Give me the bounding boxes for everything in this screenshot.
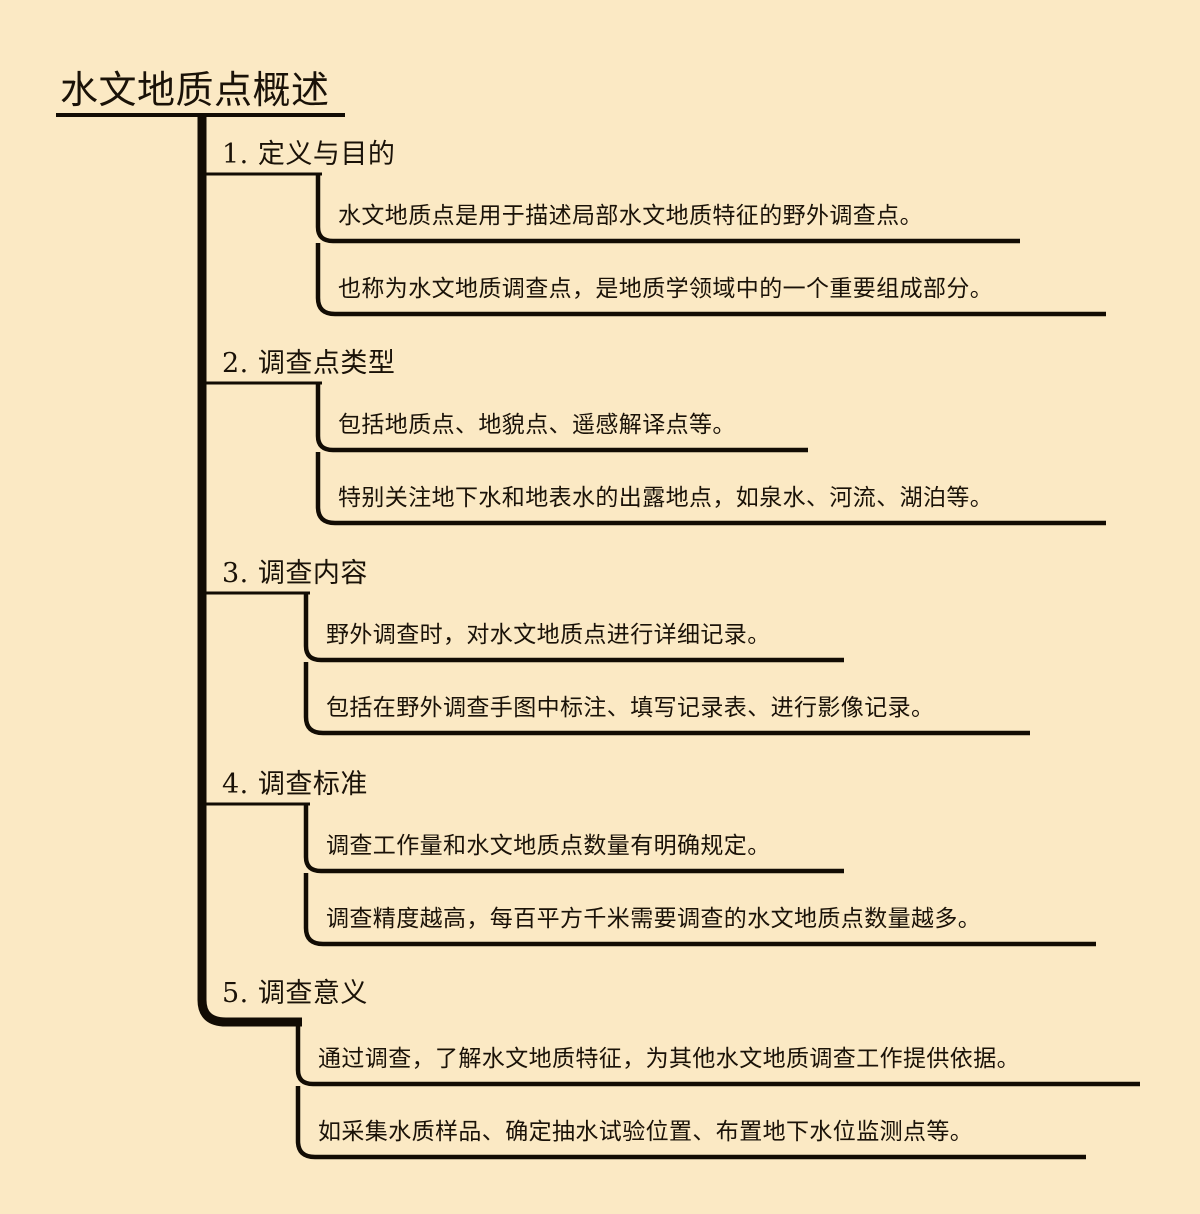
leaf-text-5-1[interactable]: 通过调查，了解水文地质特征，为其他水文地质调查工作提供依据。	[318, 1046, 1020, 1073]
leaf-text-4-1[interactable]: 调查工作量和水文地质点数量有明确规定。	[326, 833, 771, 860]
leaf-text-2-1[interactable]: 包括地质点、地貌点、遥感解译点等。	[338, 412, 736, 439]
leaf-text-2-2[interactable]: 特别关注地下水和地表水的出露地点，如泉水、河流、湖泊等。	[338, 485, 994, 512]
branch-title-4[interactable]: 4. 调查标准	[222, 768, 368, 800]
leaf-text-1-1[interactable]: 水文地质点是用于描述局部水文地质特征的野外调查点。	[338, 203, 923, 230]
branch-title-3[interactable]: 3. 调查内容	[222, 557, 368, 589]
root-node-title[interactable]: 水文地质点概述	[60, 68, 330, 113]
branch-title-5[interactable]: 5. 调查意义	[222, 977, 368, 1009]
branch-title-1[interactable]: 1. 定义与目的	[222, 138, 396, 170]
leaf-text-5-2[interactable]: 如采集水质样品、确定抽水试验位置、布置地下水位监测点等。	[318, 1119, 974, 1146]
leaf-text-4-2[interactable]: 调查精度越高，每百平方千米需要调查的水文地质点数量越多。	[326, 906, 982, 933]
leaf-text-3-1[interactable]: 野外调查时，对水文地质点进行详细记录。	[326, 622, 771, 649]
leaf-text-1-2[interactable]: 也称为水文地质调查点，是地质学领域中的一个重要组成部分。	[338, 276, 994, 303]
leaf-text-3-2[interactable]: 包括在野外调查手图中标注、填写记录表、进行影像记录。	[326, 695, 935, 722]
branch-title-2[interactable]: 2. 调查点类型	[222, 347, 396, 379]
